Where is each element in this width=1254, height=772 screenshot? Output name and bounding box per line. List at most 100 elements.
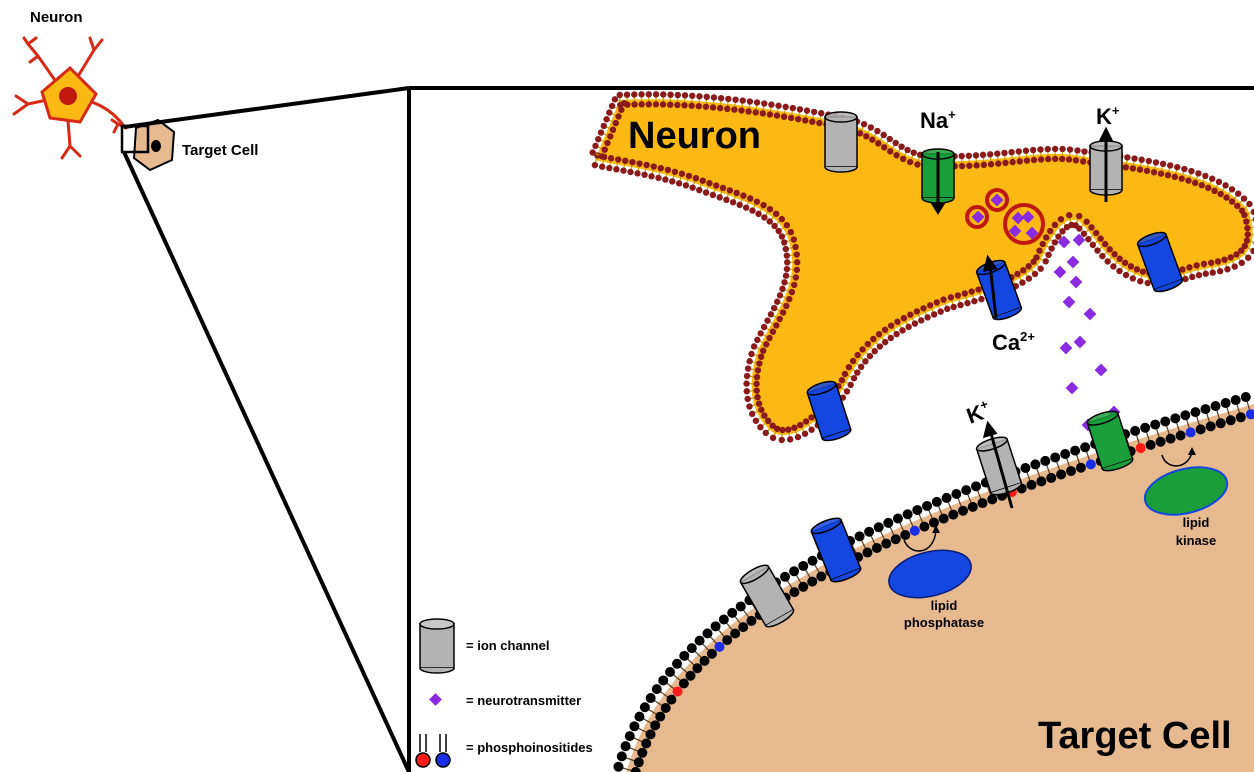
lipid-head [763, 341, 769, 347]
lipid-head [863, 133, 869, 139]
lipid-head [646, 91, 652, 97]
lipid-head [924, 314, 930, 320]
lipid-head [1130, 165, 1136, 171]
lipid-head [711, 94, 717, 100]
lipid-head [1244, 225, 1250, 231]
lipid-head [1221, 256, 1227, 262]
lipid-head [1226, 415, 1236, 425]
legend-neurotransmitter-label: = neurotransmitter [466, 693, 581, 708]
lipid-head [754, 337, 760, 343]
lipid-head [1216, 418, 1226, 428]
lipid-head [1137, 166, 1143, 172]
lipid-head [881, 144, 887, 150]
lipid-head [713, 182, 719, 188]
lipid-head [744, 388, 750, 394]
lipid-head [872, 348, 878, 354]
lipid-head [968, 288, 974, 294]
lipid-head [1144, 280, 1150, 286]
lipid-head [808, 556, 818, 566]
lipid-head [653, 101, 659, 107]
lipid-head [658, 675, 668, 685]
lipid-head [1188, 168, 1194, 174]
lipid-head [907, 159, 913, 165]
lipid-head [692, 663, 702, 673]
lipid-head [764, 317, 770, 323]
lipid-head [731, 106, 737, 112]
lipid-head [907, 311, 913, 317]
lipid-head [973, 162, 979, 168]
lipid-head [1037, 266, 1043, 272]
lipid-head [847, 382, 853, 388]
lipid-head [912, 320, 918, 326]
legend-phosphoinositides-icon [416, 734, 450, 767]
lipid-head [1039, 241, 1045, 247]
lipid-head [765, 418, 771, 424]
lipid-head [1185, 177, 1191, 183]
lipid-head [881, 132, 887, 138]
lipid-head [754, 99, 760, 105]
lipid-head [754, 387, 760, 393]
lipid-head [738, 107, 744, 113]
lipid-head [634, 757, 644, 767]
lipid-head [798, 561, 808, 571]
lipid-head [716, 194, 722, 200]
lipid-head [850, 358, 856, 364]
lipid-head [613, 166, 619, 172]
lipid-head [869, 136, 875, 142]
lipid-head [748, 351, 754, 357]
lipid-head [862, 548, 872, 558]
neuron-title: Neuron [628, 115, 761, 157]
lipid-tail [763, 106, 764, 111]
lipid-head [816, 571, 826, 581]
lipid-head [1158, 170, 1164, 176]
lipid-head [769, 422, 775, 428]
ion-channel [806, 379, 852, 443]
lipid-head [1229, 198, 1235, 204]
lipid-head [719, 615, 729, 625]
lipid-head [1097, 235, 1103, 241]
lipid-head [1186, 264, 1192, 270]
lipid-head [865, 341, 871, 347]
lipid-head [1008, 149, 1014, 155]
lipid-head [689, 93, 695, 99]
lipid-head [797, 106, 803, 112]
lipid-head [767, 206, 773, 212]
lipid-head [789, 289, 795, 295]
lipid-head [675, 92, 681, 98]
lipid-head [1117, 256, 1123, 262]
lipid-head [842, 371, 848, 377]
lipid-head [1151, 169, 1157, 175]
lipid-head [1066, 212, 1072, 218]
lipid-head [957, 302, 963, 308]
lipid-head [749, 411, 755, 417]
lipid-head [1210, 269, 1216, 275]
lipid-head [785, 426, 791, 432]
lipid-head [665, 667, 675, 677]
lipid-head [760, 348, 766, 354]
lipid-head [746, 616, 756, 626]
lipid-head [1123, 164, 1129, 170]
overview-neuron-icon [14, 38, 126, 158]
lipid-head [791, 425, 797, 431]
lipid-head [781, 114, 787, 120]
target-cell-title: Target Cell [1038, 715, 1232, 757]
lipid-head [743, 204, 749, 210]
lipid-head [608, 155, 614, 161]
lipid-head [927, 302, 933, 308]
lipid-head [720, 185, 726, 191]
lipid-head [704, 94, 710, 100]
lipid-tail [735, 102, 736, 107]
lipid-head [1195, 170, 1201, 176]
lipid-head [784, 222, 790, 228]
lipid-head [1231, 395, 1241, 405]
lipid-head [1002, 160, 1008, 166]
lipid-head [651, 163, 657, 169]
lipid-head [881, 539, 891, 549]
lipid-head [1160, 416, 1170, 426]
lipid-head [754, 394, 760, 400]
na-label: Na+ [920, 107, 956, 133]
lipid-head [782, 104, 788, 110]
lipid-head [1104, 258, 1110, 264]
lipid-head [867, 353, 873, 359]
lipid-head [613, 120, 619, 126]
